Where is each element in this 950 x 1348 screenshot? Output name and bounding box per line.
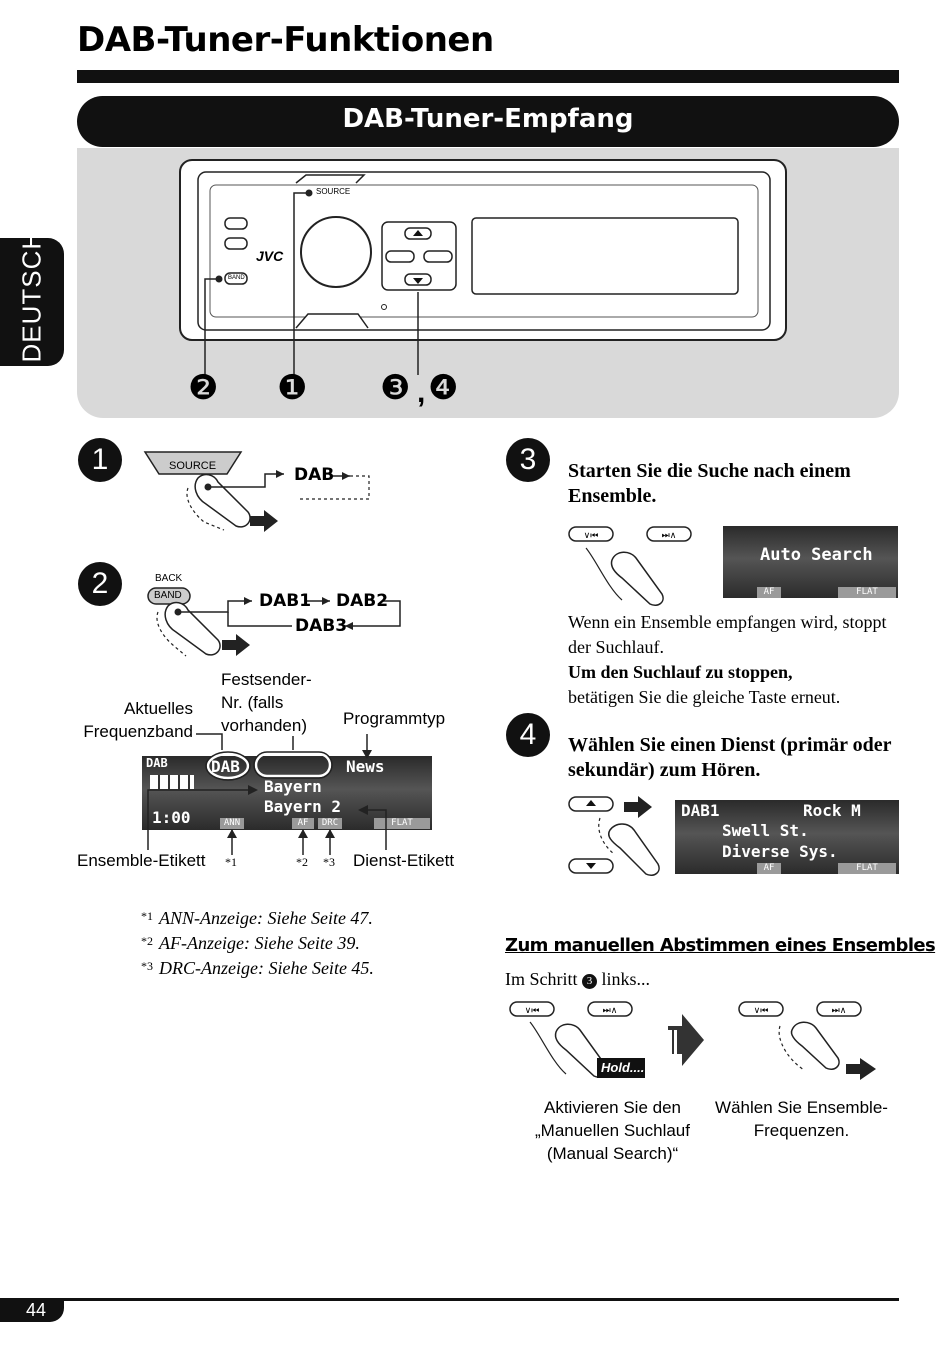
lcd-flat-indicator: FLAT <box>374 818 430 829</box>
callout-3: ❸ <box>380 369 411 407</box>
display-diagram-callouts <box>147 733 387 855</box>
step-3-body-2-bold: Um den Suchlauf zu stoppen, <box>568 662 793 682</box>
source-key-label: SOURCE <box>316 187 351 196</box>
svg-text:∨⏮: ∨⏮ <box>525 1006 540 1016</box>
manual-intro-pre: Im Schritt <box>505 969 578 989</box>
footnote-3-mark: *3 <box>141 959 153 973</box>
step-3-body: Wenn ein Ensemble empfangen wird, stoppt… <box>568 610 898 710</box>
label-preset-number: Festsender-Nr. (falls vorhanden) <box>221 670 312 735</box>
lcd-band-indicator: DAB <box>211 757 240 776</box>
marker-2: *2 <box>296 855 308 869</box>
language-tab <box>0 238 64 366</box>
marker-3: *3 <box>323 855 335 869</box>
step-2-illustration <box>147 587 401 657</box>
lcd-drc-indicator: DRC <box>318 818 342 829</box>
manual-heading: Zum manuellen Abstimmen eines Ensembles <box>505 935 936 956</box>
step-4-number: 4 <box>506 713 550 757</box>
step-1-flow-dab: DAB <box>294 465 335 485</box>
lcd-ensemble-line: Bayern <box>264 777 322 796</box>
step-3-lcd-text: Auto Search <box>760 545 873 565</box>
step-3-lcd-flat: FLAT <box>838 587 896 598</box>
step-4-heading: Wählen Sie einen Dienst (primär oder sek… <box>568 734 892 781</box>
step-2-flow-dab2: DAB2 <box>336 591 389 611</box>
marker-1: *1 <box>225 855 237 869</box>
svg-text:∨⏮: ∨⏮ <box>754 1006 769 1016</box>
section-title: DAB-Tuner-Empfang <box>342 104 634 134</box>
title-rule <box>77 70 899 83</box>
step-2-back-label: BACK <box>155 573 183 584</box>
page-number-tab <box>0 1300 64 1322</box>
step-4-lcd <box>675 800 899 874</box>
label-program-type: Programmtyp <box>343 709 446 728</box>
step-4-buttons-illustration <box>568 796 660 876</box>
step-3-heading: Starten Sie die Suche nach einem Ensembl… <box>568 460 851 507</box>
manual-intro-step: 3 <box>582 974 597 989</box>
lcd-dab-graphic <box>150 775 194 789</box>
label-current-band: Aktuelles Frequenzband <box>83 699 193 741</box>
step-3-buttons-illustration: ∨⏮ ⏭∧ <box>568 526 692 606</box>
step-4-lcd-ptype: Rock M <box>803 801 861 820</box>
band-key-label: BAND <box>228 275 245 281</box>
callout-1: ❶ <box>277 369 308 407</box>
lcd-program-type: News <box>346 757 385 776</box>
label-service: Dienst-Etikett <box>353 851 455 870</box>
step-4-lcd-flat: FLAT <box>838 863 896 874</box>
svg-text:⏭∧: ⏭∧ <box>662 531 677 541</box>
footnote-1-text: ANN-Anzeige: Siehe Seite 47. <box>159 908 373 928</box>
lcd-clock: 1:00 <box>152 808 191 827</box>
footnote-1: *1 ANN-Anzeige: Siehe Seite 47. <box>141 908 373 929</box>
footnote-2: *2 AF-Anzeige: Siehe Seite 39. <box>141 933 360 954</box>
section-banner <box>77 96 899 147</box>
hold-label: Hold.... <box>601 1060 645 1075</box>
footnote-3-text: DRC-Anzeige: Siehe Seite 45. <box>159 958 374 978</box>
lcd-af-indicator: AF <box>292 818 314 829</box>
step-3-body-2: betätigen Sie die gleiche Taste erneut. <box>568 687 841 707</box>
footnote-2-mark: *2 <box>141 934 153 948</box>
lcd-service-line: Bayern 2 <box>264 797 342 816</box>
label-ensemble: Ensemble-Etikett <box>77 851 206 870</box>
step-4-lcd-af: AF <box>757 863 781 874</box>
manual-illustration: ∨⏮ ⏭∧ ∨⏮ ⏭∧ <box>509 1001 876 1080</box>
callout-2: ❷ <box>188 369 219 407</box>
svg-text:∨⏮: ∨⏮ <box>584 531 599 541</box>
manual-intro-post: links... <box>601 969 651 989</box>
manual-caption-left: Aktivieren Sie den „Manuellen Suchlauf (… <box>535 1098 690 1163</box>
step-3-number: 3 <box>506 438 550 482</box>
footnote-2-text: AF-Anzeige: Siehe Seite 39. <box>159 933 360 953</box>
manual-caption-right: Wählen Sie Ensemble-Frequenzen. <box>715 1098 888 1140</box>
lcd-dab-logo: DAB <box>146 756 168 770</box>
jvc-logo: JVC <box>256 248 284 264</box>
manual-intro: Im Schritt 3 links... <box>505 969 650 990</box>
step-2-flow-dab1: DAB1 <box>259 591 312 611</box>
svg-text:⏭∧: ⏭∧ <box>832 1006 847 1016</box>
step-3-lcd-af: AF <box>757 587 781 598</box>
step-2-number: 2 <box>78 562 122 606</box>
car-stereo-illustration <box>179 159 787 375</box>
step-4-lcd-line1: Swell St. <box>722 821 809 840</box>
step-2-flow-dab3: DAB3 <box>295 616 348 636</box>
svg-text:⏭∧: ⏭∧ <box>603 1006 618 1016</box>
footnote-1-mark: *1 <box>141 909 153 923</box>
page-title: DAB-Tuner-Funktionen <box>77 20 494 60</box>
footnote-3: *3 DRC-Anzeige: Siehe Seite 45. <box>141 958 374 979</box>
step-4-lcd-line2: Diverse Sys. <box>722 842 838 861</box>
step-2-band-label: BAND <box>154 590 182 601</box>
step-1-illustration <box>143 451 370 532</box>
step-1-source-label: SOURCE <box>169 460 217 472</box>
step-3-body-1: Wenn ein Ensemble empfangen wird, stoppt… <box>568 612 887 657</box>
lcd-display-diagram <box>142 756 432 830</box>
page-number: 44 <box>26 1300 47 1320</box>
callout-separator: , <box>417 376 426 409</box>
step-3-lcd <box>723 526 898 598</box>
footer-rule <box>0 1298 899 1301</box>
callout-4: ❹ <box>428 369 459 407</box>
step-4-lcd-band: DAB1 <box>681 801 720 820</box>
lcd-ann-indicator: ANN <box>220 818 244 829</box>
step-1-number: 1 <box>78 438 122 482</box>
